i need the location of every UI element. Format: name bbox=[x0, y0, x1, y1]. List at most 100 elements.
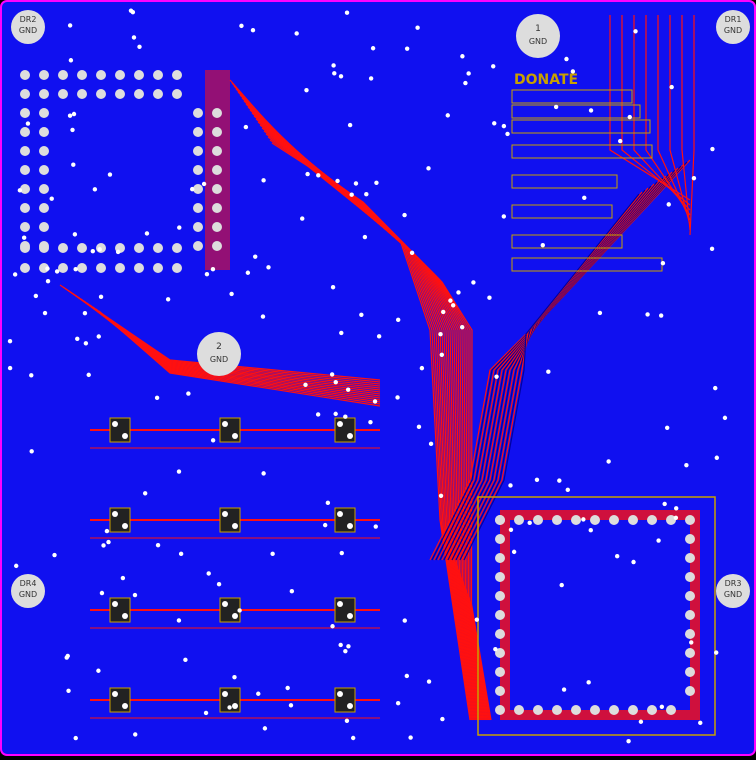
via bbox=[21, 235, 27, 240]
qfp-pin bbox=[685, 534, 695, 544]
qfp-pin bbox=[685, 572, 695, 582]
component-pad bbox=[337, 511, 343, 517]
via bbox=[487, 295, 492, 300]
component-pad bbox=[222, 691, 228, 697]
via bbox=[402, 618, 407, 623]
via bbox=[588, 108, 594, 113]
header-pad bbox=[77, 70, 87, 80]
via bbox=[546, 369, 551, 374]
silk-donate-label: DONATE bbox=[514, 72, 578, 88]
header-pad bbox=[20, 89, 30, 99]
via bbox=[12, 272, 18, 277]
header-pad bbox=[172, 70, 182, 80]
via bbox=[133, 732, 138, 737]
via bbox=[658, 313, 664, 318]
via bbox=[42, 310, 48, 316]
via bbox=[101, 543, 106, 548]
header-pad bbox=[58, 263, 68, 273]
via bbox=[204, 271, 210, 277]
via bbox=[154, 395, 160, 401]
component-pad bbox=[232, 523, 238, 529]
header-pad bbox=[39, 127, 49, 137]
via bbox=[344, 10, 350, 15]
header-pad bbox=[134, 243, 144, 253]
via bbox=[177, 225, 182, 230]
mounting-hole-dr4: DR4 GND bbox=[11, 574, 45, 608]
via bbox=[588, 528, 593, 533]
via bbox=[325, 500, 331, 506]
via bbox=[261, 471, 266, 476]
via bbox=[155, 542, 161, 548]
via bbox=[305, 171, 310, 177]
via bbox=[508, 483, 513, 488]
via bbox=[426, 679, 432, 684]
qfp-pin bbox=[514, 705, 524, 715]
qfp-pin bbox=[514, 515, 524, 525]
qfp-pin bbox=[685, 591, 695, 601]
header-pad bbox=[212, 165, 222, 175]
via bbox=[67, 23, 73, 28]
via bbox=[33, 293, 39, 299]
via bbox=[72, 232, 78, 237]
via bbox=[466, 71, 471, 76]
qfp-pin bbox=[495, 667, 505, 677]
header-pad bbox=[172, 263, 182, 273]
qfp-pin bbox=[609, 705, 619, 715]
via bbox=[92, 187, 98, 192]
component-pad bbox=[122, 433, 128, 439]
mounting-hole-1: 1 GND bbox=[516, 14, 560, 58]
via bbox=[684, 462, 689, 468]
via bbox=[582, 195, 587, 200]
via bbox=[97, 247, 102, 252]
via bbox=[98, 294, 104, 300]
header-pad bbox=[193, 222, 203, 232]
signal-trace bbox=[689, 15, 695, 236]
via bbox=[359, 312, 364, 317]
via bbox=[183, 657, 188, 663]
header-pad bbox=[212, 108, 222, 118]
via bbox=[232, 674, 237, 680]
via bbox=[370, 46, 376, 51]
via bbox=[492, 121, 497, 126]
via bbox=[316, 173, 321, 178]
via bbox=[96, 334, 101, 339]
qfp-pin bbox=[552, 705, 562, 715]
via bbox=[137, 44, 142, 50]
via bbox=[303, 382, 308, 388]
via bbox=[659, 704, 665, 709]
via bbox=[186, 391, 191, 396]
via bbox=[7, 338, 13, 344]
via bbox=[25, 121, 31, 126]
via bbox=[674, 506, 679, 511]
header-pad bbox=[96, 263, 106, 273]
hole-dr4-gnd: GND bbox=[19, 590, 37, 599]
via bbox=[511, 549, 517, 555]
smd-component bbox=[109, 597, 131, 623]
via bbox=[210, 438, 216, 443]
via bbox=[115, 249, 121, 255]
via bbox=[450, 303, 456, 308]
header-pad bbox=[193, 165, 203, 175]
component-pad bbox=[122, 703, 128, 709]
via bbox=[372, 399, 378, 404]
header-pad bbox=[212, 146, 222, 156]
via bbox=[527, 520, 532, 526]
smd-component bbox=[219, 507, 241, 533]
qfp-pin bbox=[628, 515, 638, 525]
via bbox=[132, 592, 138, 598]
header-pad bbox=[39, 89, 49, 99]
via bbox=[7, 365, 13, 371]
header-pad bbox=[134, 263, 144, 273]
via bbox=[570, 69, 576, 74]
via bbox=[45, 266, 50, 271]
qfp-pin bbox=[495, 591, 505, 601]
qfp-pin bbox=[685, 629, 695, 639]
qfp-pin bbox=[685, 648, 695, 658]
via bbox=[288, 703, 294, 708]
via bbox=[266, 265, 271, 270]
via bbox=[416, 424, 422, 430]
via bbox=[347, 122, 353, 128]
via bbox=[349, 192, 354, 197]
via bbox=[501, 123, 507, 129]
